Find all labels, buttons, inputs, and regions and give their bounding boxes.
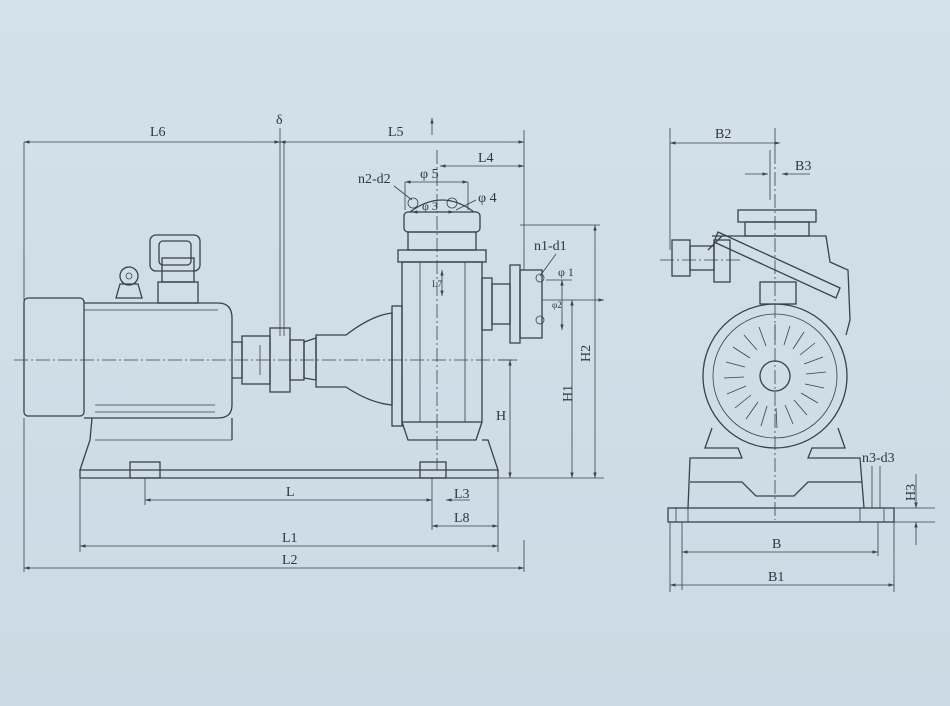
dim-label-phi4: φ 4 bbox=[478, 191, 497, 206]
dim-label-L3: L3 bbox=[454, 487, 470, 502]
dim-label-L5: L5 bbox=[388, 125, 404, 140]
dim-label-H2: H2 bbox=[579, 345, 594, 362]
dim-label-H: H bbox=[496, 409, 506, 424]
dim-label-L1: L1 bbox=[282, 531, 298, 546]
dim-label-L7: L7 bbox=[432, 279, 442, 289]
dim-label-L2: L2 bbox=[282, 553, 298, 568]
end-view: B2 B3 bbox=[660, 127, 935, 592]
dim-label-delta: δ bbox=[276, 113, 283, 128]
dim-label-B3: B3 bbox=[795, 159, 811, 174]
dim-label-n1d1: n1-d1 bbox=[534, 239, 567, 254]
dim-label-H1: H1 bbox=[561, 385, 576, 402]
dim-label-phi2: φ2 bbox=[552, 300, 562, 310]
dim-label-phi1: φ 1 bbox=[558, 265, 574, 279]
dim-label-B: B bbox=[772, 537, 781, 552]
side-view: L6 L5 δ L4 φ 5 φ 3 φ 4 n2-d2 L7 n1-d1 φ … bbox=[14, 113, 604, 572]
pump-body bbox=[303, 197, 545, 441]
dim-label-L8: L8 bbox=[454, 511, 470, 526]
dim-label-phi5: φ 5 bbox=[420, 167, 439, 182]
dim-label-L: L bbox=[286, 485, 295, 500]
dim-label-n3d3: n3-d3 bbox=[862, 451, 895, 466]
motor bbox=[23, 234, 233, 419]
dim-label-L6: L6 bbox=[150, 125, 166, 140]
dim-label-n2d2: n2-d2 bbox=[358, 172, 391, 187]
dim-label-H3: H3 bbox=[904, 484, 919, 501]
motor-fins bbox=[723, 324, 827, 429]
dim-label-phi3: φ 3 bbox=[422, 199, 438, 213]
base-frame bbox=[79, 417, 499, 479]
dim-label-B1: B1 bbox=[768, 570, 784, 585]
dim-label-B2: B2 bbox=[715, 127, 731, 142]
dim-label-L4: L4 bbox=[478, 151, 494, 166]
